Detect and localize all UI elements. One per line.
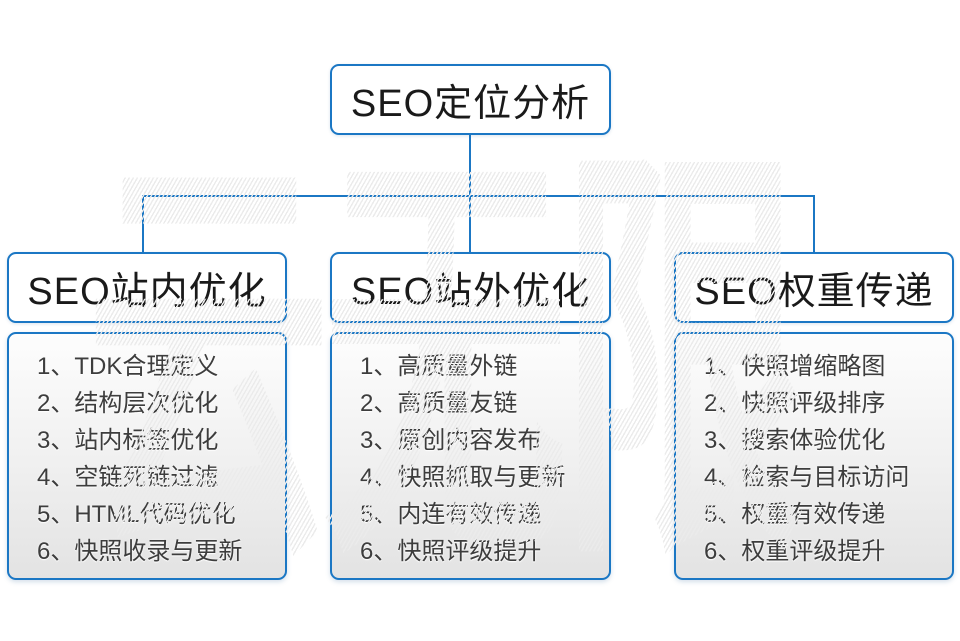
list-item: 4、检索与目标访问: [704, 464, 910, 491]
connector-root-vertical: [469, 135, 471, 252]
list-item: 5、权重有效传递: [704, 501, 886, 528]
offsite-list-box: 1、高质量外链 2、高质量友链 3、原创内容发布 4、快照抓取与更新 5、内连有…: [330, 332, 611, 580]
list-item: 6、快照评级提升: [360, 538, 542, 565]
weight-transfer-list: 1、快照增缩略图 2、快照评级排序 3、搜索体验优化 4、检索与目标访问 5、权…: [704, 348, 944, 570]
list-item: 5、HTML代码优化: [37, 501, 236, 528]
list-item: 2、结构层次优化: [37, 390, 219, 417]
list-item: 3、原创内容发布: [360, 427, 542, 454]
offsite-list: 1、高质量外链 2、高质量友链 3、原创内容发布 4、快照抓取与更新 5、内连有…: [360, 348, 601, 570]
connector-horizontal: [142, 195, 815, 197]
connector-right-vertical: [813, 196, 815, 252]
list-item: 1、TDK合理定义: [37, 353, 219, 380]
list-item: 1、高质量外链: [360, 353, 518, 380]
list-item: 2、快照评级排序: [704, 390, 886, 417]
list-item: 3、站内标签优化: [37, 427, 219, 454]
offsite-header: SEO站外优化: [330, 252, 611, 323]
weight-transfer-header: SEO权重传递: [674, 252, 954, 323]
onsite-list-box: 1、TDK合理定义 2、结构层次优化 3、站内标签优化 4、空链死链过滤 5、H…: [7, 332, 287, 580]
list-item: 3、搜索体验优化: [704, 427, 886, 454]
onsite-header: SEO站内优化: [7, 252, 287, 323]
list-item: 1、快照增缩略图: [704, 353, 886, 380]
list-item: 5、内连有效传递: [360, 501, 542, 528]
root-node-seo-positioning: SEO定位分析: [330, 64, 611, 135]
connector-left-vertical: [142, 196, 144, 252]
onsite-list: 1、TDK合理定义 2、结构层次优化 3、站内标签优化 4、空链死链过滤 5、H…: [37, 348, 277, 570]
list-item: 6、快照收录与更新: [37, 538, 243, 565]
list-item: 2、高质量友链: [360, 390, 518, 417]
list-item: 6、权重评级提升: [704, 538, 886, 565]
list-item: 4、空链死链过滤: [37, 464, 219, 491]
weight-transfer-list-box: 1、快照增缩略图 2、快照评级排序 3、搜索体验优化 4、检索与目标访问 5、权…: [674, 332, 954, 580]
list-item: 4、快照抓取与更新: [360, 464, 566, 491]
